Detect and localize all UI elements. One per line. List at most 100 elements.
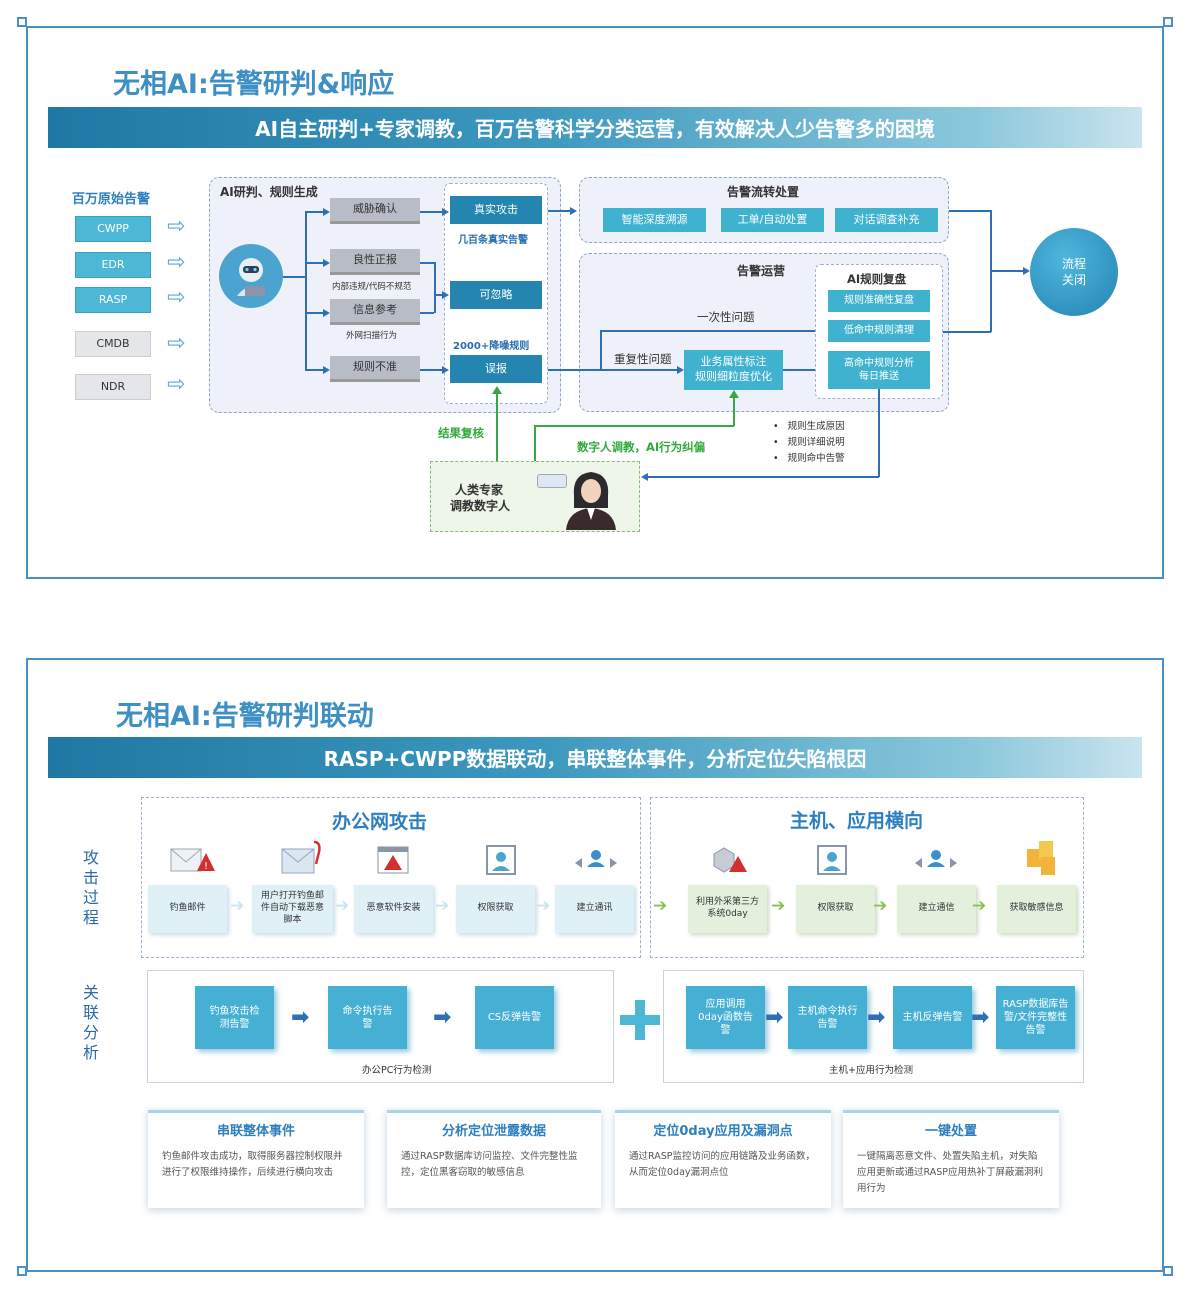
host-alert: 主机反弹告警	[893, 986, 972, 1049]
arrow-right-icon: ➡	[867, 1005, 886, 1030]
source-edr: EDR	[75, 252, 151, 278]
hollow-arrow-icon: ⇨	[167, 372, 186, 397]
office-title: 办公网攻击	[332, 811, 428, 833]
real-count: 几百条真实告警	[458, 235, 528, 246]
host-alert: RASP数据库告警/文件完整性告警	[996, 986, 1075, 1049]
chevron-right-icon: ➔	[653, 896, 668, 916]
chevron-right-icon: ➔	[335, 896, 350, 916]
rule-opt: 规则细粒度优化	[695, 370, 772, 383]
bullet-item: • 规则详细说明	[773, 437, 845, 448]
connector-line	[305, 211, 327, 213]
privilege-icon	[484, 843, 518, 881]
summary-card: 串联整体事件 钓鱼邮件攻击成功，取得服务器控制权限并进行了权限维持操作，后续进行…	[148, 1110, 364, 1208]
arrow-icon	[1023, 267, 1030, 275]
feedback-line	[496, 392, 498, 461]
corner-marker	[17, 1266, 27, 1276]
office-step: 用户打开钓鱼邮件自动下载恶意脚本	[252, 885, 333, 933]
slide2-title: 无相AI:告警研判联动	[116, 701, 374, 732]
source-cwpp: CWPP	[75, 216, 151, 242]
office-correlation-box	[147, 970, 614, 1083]
arrow-icon	[677, 366, 684, 374]
hollow-arrow-icon: ⇨	[167, 285, 186, 310]
host-title: 主机、应用横向	[790, 810, 924, 832]
connector-line	[305, 312, 327, 314]
connector-line	[305, 211, 307, 370]
source-rasp: RASP	[75, 287, 151, 313]
info-ref: 信息参考	[330, 299, 420, 325]
digital-tune: 数字人调教，AI行为纠偏	[577, 440, 706, 454]
source-ndr: NDR	[75, 374, 151, 400]
expert-label-2: 调教数字人	[450, 499, 511, 513]
chevron-right-icon: ➔	[972, 896, 987, 916]
malware-window-icon	[377, 846, 409, 878]
office-step: 恶意软件安装	[354, 885, 433, 933]
chevron-right-icon: ➔	[536, 896, 551, 916]
host-alert: 应用调用0day函数告警	[686, 986, 765, 1049]
row-label-analysis: 关联分析	[82, 983, 99, 1062]
bullet-item: • 规则生成原因	[773, 421, 845, 432]
source-cmdb: CMDB	[75, 331, 151, 357]
host-step: 建立通信	[897, 885, 976, 933]
office-group	[141, 797, 641, 958]
false-report: 误报	[450, 355, 542, 383]
connector-line	[949, 210, 990, 212]
corner-marker	[17, 17, 27, 27]
arrow-up-icon	[492, 386, 502, 394]
connector-line	[420, 369, 446, 371]
office-step: 钓鱼邮件	[148, 885, 227, 933]
office-caption: 办公PC行为检测	[362, 1065, 432, 1076]
connector-line	[305, 262, 327, 264]
connector-line	[548, 210, 572, 212]
real-attack: 真实攻击	[450, 196, 542, 224]
hollow-arrow-icon: ⇨	[167, 331, 186, 356]
hollow-arrow-icon: ⇨	[167, 214, 186, 239]
benign-note: 内部违规/代码不规范	[332, 282, 412, 292]
connector-line	[434, 294, 446, 296]
flow-item: 智能深度溯源	[603, 208, 706, 232]
feedback-line	[733, 396, 735, 426]
office-step: 建立通讯	[555, 885, 634, 933]
host-step: 获取敏感信息	[997, 885, 1076, 933]
chevron-right-icon: ➔	[230, 896, 245, 916]
arrow-icon	[323, 366, 330, 374]
chat-bubble-icon	[537, 474, 567, 488]
mail-attachment-icon	[281, 840, 325, 879]
chevron-right-icon: ➔	[873, 896, 888, 916]
connector-line	[420, 312, 434, 314]
slide1-frame	[26, 26, 1164, 579]
arrow-icon	[323, 208, 330, 216]
info-note: 外网扫描行为	[346, 331, 398, 341]
biz-tag-block: 业务属性标注 规则细粒度优化	[684, 350, 783, 390]
chevron-right-icon: ➔	[435, 896, 450, 916]
process-closed: 流程 关闭	[1030, 228, 1118, 316]
connector-line	[878, 389, 880, 477]
connector-line	[600, 330, 602, 370]
connector-line	[420, 262, 434, 264]
svg-text:!: !	[204, 861, 208, 872]
connect-icon	[913, 847, 959, 879]
office-step: 权限获取	[456, 885, 535, 933]
summary-card: 定位0day应用及漏洞点 通过RASP监控访问的应用链路及业务函数，从而定位0d…	[615, 1110, 831, 1208]
review-item-analysis: 高命中规则分析 每日推送	[828, 351, 930, 389]
connector-line	[283, 276, 305, 278]
ops-title: 告警运营	[737, 264, 786, 278]
feedback-line	[534, 425, 536, 461]
flow-item: 对话调查补充	[835, 208, 938, 232]
connector-line	[783, 369, 825, 371]
office-alert: 命令执行告警	[328, 986, 407, 1049]
result-review: 结果复核	[438, 426, 484, 440]
review-title: AI规则复盘	[847, 272, 907, 286]
slide1-title: 无相AI:告警研判&响应	[113, 69, 395, 100]
office-alert: 钓鱼攻击检测告警	[195, 986, 274, 1049]
host-caption: 主机+应用行为检测	[829, 1065, 913, 1076]
rules-note: 2000+降噪规则	[453, 341, 530, 352]
biz-tag: 业务属性标注	[700, 355, 767, 369]
slide2-frame	[26, 658, 1164, 1272]
host-step: 权限获取	[796, 885, 875, 933]
cube-alert-icon	[710, 844, 748, 878]
arrow-icon	[641, 473, 648, 481]
robot-icon	[219, 244, 283, 308]
arrow-icon	[442, 366, 449, 374]
bullet-item: • 规则命中告警	[773, 453, 845, 464]
corner-marker	[1163, 1266, 1173, 1276]
